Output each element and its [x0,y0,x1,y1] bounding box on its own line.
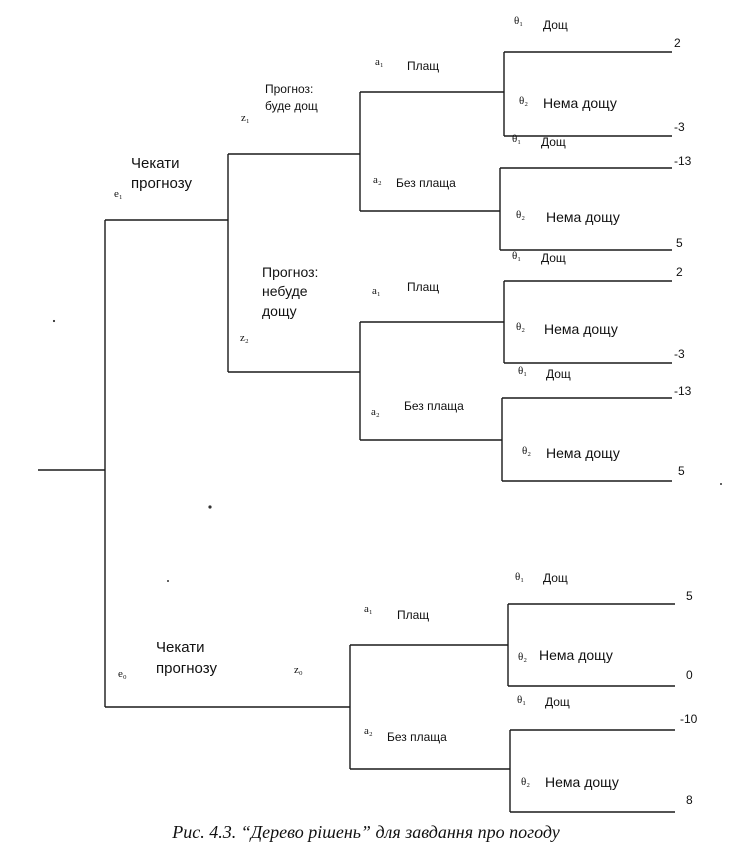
z1-a1-rain-symbol: θ₁ [514,15,523,27]
z2-label-line2: небуде [262,283,308,299]
z2-label-line1: Прогноз: [262,264,318,280]
speck [720,483,722,485]
z0-a1-norain-symbol: θ₂ [518,651,527,663]
z1-a1-label: Плащ [407,59,439,73]
e0-label-line2: прогнозу [156,660,217,677]
z0-a2-norain-label: Нема дощу [545,774,619,790]
z2-a1-norain-label: Нема дощу [544,321,618,337]
z0-a2-symbol: a₂ [364,725,373,737]
z1-a2-norain-symbol: θ₂ [516,209,525,221]
z2-a2-rain-label: Дощ [546,367,571,381]
z0-symbol: z₀ [294,664,303,676]
z2-a1-symbol: a₁ [372,285,381,297]
z2-label-line3: дощу [262,303,297,319]
payoff-z2-a1-norain: -3 [674,347,685,361]
z2-a2-norain-label: Нема дощу [546,445,620,461]
payoff-z1-a2-rain: -13 [674,154,692,168]
payoff-z0-a2-rain: -10 [680,712,698,726]
speck [167,580,169,582]
z1-a1-norain-symbol: θ₂ [519,95,528,107]
z0-a1-norain-label: Нема дощу [539,647,613,663]
z1-a1-symbol: a₁ [375,56,384,68]
z0-a2-rain-symbol: θ₁ [517,694,526,706]
payoff-z1-a1-rain: 2 [674,36,681,50]
payoff-z0-a2-norain: 8 [686,793,693,807]
e1-label-line1: Чекати [131,155,180,172]
z2-a2-norain-symbol: θ₂ [522,445,531,457]
z0-a1-label: Плащ [397,608,429,622]
z0-a1-rain-symbol: θ₁ [515,571,524,583]
z2-a1-label: Плащ [407,280,439,294]
payoff-z1-a1-norain: -3 [674,120,685,134]
z0-a1-symbol: a₁ [364,603,373,615]
e0-symbol: e₀ [118,668,127,680]
z1-symbol: z₁ [241,112,250,124]
z1-a1-norain-label: Нема дощу [543,95,617,111]
e0-label-line1: Чекати [156,639,205,656]
z0-a2-label: Без плаща [387,730,447,744]
z1-a2-norain-label: Нема дощу [546,209,620,225]
z1-a2-symbol: a₂ [373,174,382,186]
payoff-z0-a1-norain: 0 [686,668,693,682]
z2-symbol: z₂ [240,332,249,344]
payoff-z0-a1-rain: 5 [686,589,693,603]
z1-label-line1: Прогноз: [265,82,313,96]
payoff-z2-a2-norain: 5 [678,464,685,478]
z2-a2-symbol: a₂ [371,406,380,418]
payoff-z1-a2-norain: 5 [676,236,683,250]
payoff-z2-a2-rain: -13 [674,384,692,398]
z1-a2-rain-symbol: θ₁ [512,133,521,145]
z2-a2-rain-symbol: θ₁ [518,365,527,377]
z0-a1-rain-label: Дощ [543,571,568,585]
z0-a2-rain-label: Дощ [545,695,570,709]
e1-label-line2: прогнозу [131,175,192,192]
speck [52,319,56,323]
z2-a1-rain-label: Дощ [541,251,566,265]
z2-a1-rain-symbol: θ₁ [512,250,521,262]
z1-a1-rain-label: Дощ [543,18,568,32]
z2-a2-label: Без плаща [404,399,464,413]
scan-specks [52,319,722,582]
payoff-z2-a1-rain: 2 [676,265,683,279]
z1-a2-label: Без плаща [396,176,456,190]
z2-a1-norain-symbol: θ₂ [516,321,525,333]
z0-a2-norain-symbol: θ₂ [521,776,530,788]
z1-a2-rain-label: Дощ [541,135,566,149]
z1-label-line2: буде дощ [265,99,318,113]
e1-symbol: e₁ [114,188,123,200]
speck [208,505,212,509]
figure-caption: Рис. 4.3. “Дерево рішень” для завдання п… [171,822,560,842]
tree-lines [38,51,675,813]
